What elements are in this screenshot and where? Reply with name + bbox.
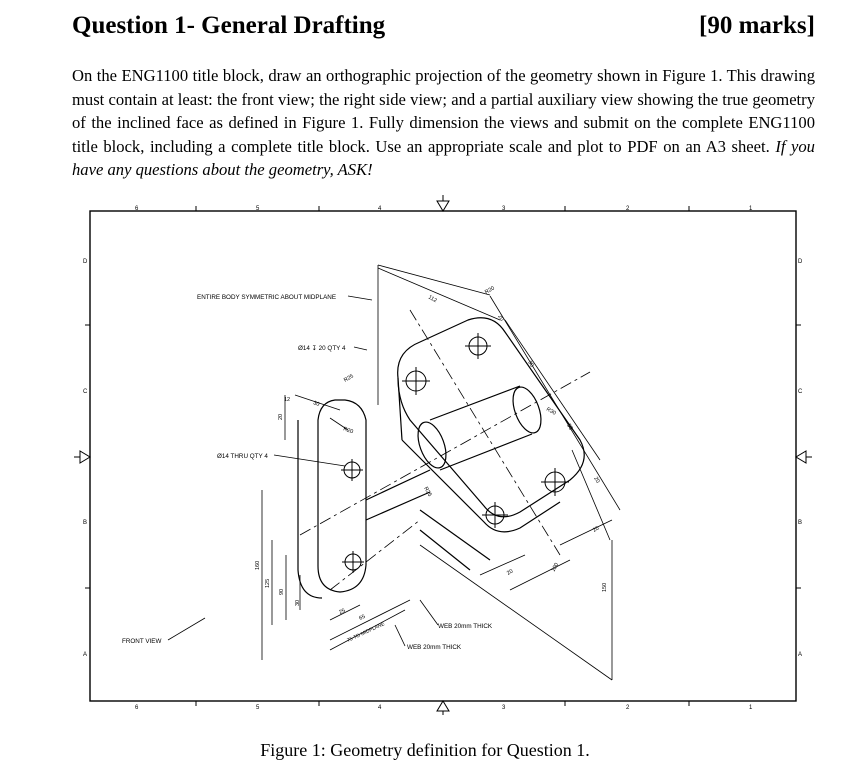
zone-bottom-2: 5: [256, 705, 260, 711]
dim-160: 160: [255, 561, 261, 570]
dim-90-left: 90: [279, 589, 285, 595]
dim-25: 25: [338, 608, 346, 616]
dim-150: 150: [602, 583, 608, 592]
dim-125: 125: [265, 579, 271, 588]
figure-caption: Figure 1: Geometry definition for Questi…: [260, 740, 590, 760]
zone-bottom-5: 2: [626, 705, 630, 711]
instructions-paragraph: On the ENG1100 title block, draw an orth…: [72, 64, 815, 182]
zone-right-d: D: [798, 259, 803, 265]
dim-100: 100: [551, 562, 561, 573]
isometric-part: [297, 317, 585, 599]
dimension-lines: [261, 264, 621, 681]
zone-top-5: 2: [626, 206, 630, 212]
dim-20-left: 20: [278, 414, 284, 420]
holes: [341, 333, 569, 573]
center-lines: [299, 309, 591, 591]
instructions-body: On the ENG1100 title block, draw an orth…: [72, 66, 815, 156]
engineering-drawing: 6 5 4 3 2 1 6 5 4 3 2 1 D C B A D C B A …: [74, 195, 812, 715]
zone-top-4: 3: [502, 206, 506, 212]
zone-bottom-4: 3: [502, 705, 506, 711]
zone-bottom-1: 6: [135, 705, 139, 711]
dimension-values: 112 R20 20 R25 12 30 20 R20 R25 90 R30 5…: [255, 285, 608, 621]
note-symmetric: ENTIRE BODY SYMMETRIC ABOUT MIDPLANE: [197, 294, 336, 301]
zone-right-b: B: [798, 520, 802, 526]
zone-top-1: 6: [135, 206, 139, 212]
centering-marks: [74, 195, 812, 715]
note-web-1: WEB 20mm THICK: [438, 623, 493, 630]
dim-r25: R25: [343, 373, 355, 383]
dim-20-bottom: 20: [506, 568, 514, 576]
zone-left-c: C: [83, 389, 88, 395]
note-hole-top: Ø14 ↧ 20 QTY 4: [298, 345, 346, 352]
dim-r20-top: R20: [484, 285, 496, 295]
zone-labels: 6 5 4 3 2 1 6 5 4 3 2 1 D C B A D C B A: [83, 206, 803, 711]
question-header: Question 1- General Drafting [90 marks]: [72, 12, 815, 46]
note-web-2: WEB 20mm THICK: [407, 644, 462, 651]
dim-20-top: 20: [496, 314, 504, 322]
question-marks: [90 marks]: [699, 12, 815, 39]
note-midplane: 75 TO MIDPLANE: [346, 621, 386, 644]
note-hole-thru: Ø14 THRU QTY 4: [217, 453, 268, 460]
instructions-emphasis: If you have any questions about the geom…: [72, 136, 815, 180]
zone-top-3: 4: [378, 206, 382, 212]
dim-30-left: 30: [295, 600, 301, 606]
zone-bottom-6: 1: [749, 705, 753, 711]
dim-20-right: 20: [592, 476, 600, 484]
drawing-notes: ENTIRE BODY SYMMETRIC ABOUT MIDPLANE Ø14…: [122, 294, 493, 651]
dim-65: 65: [358, 614, 366, 622]
zone-left-d: D: [83, 259, 88, 265]
dim-55: 55: [565, 423, 573, 431]
zone-right-c: C: [798, 389, 803, 395]
dim-30-top: 30: [312, 400, 320, 408]
leaders: [167, 295, 439, 647]
zone-left-b: B: [83, 520, 87, 526]
dim-r30: R30: [545, 407, 557, 417]
zone-top-6: 1: [749, 206, 753, 212]
zone-top-2: 5: [256, 206, 260, 212]
question-title: Question 1- General Drafting: [72, 12, 386, 39]
dim-112: 112: [427, 295, 438, 305]
note-front-view: FRONT VIEW: [122, 638, 161, 645]
dim-20-bottom-right: 20: [592, 525, 600, 533]
dim-90-right: 90: [526, 360, 534, 368]
zone-left-a: A: [83, 652, 87, 658]
zone-ticks: [85, 206, 801, 706]
dim-r20-left: R20: [342, 426, 354, 435]
dim-12: 12: [284, 397, 290, 403]
zone-right-a: A: [798, 652, 802, 658]
dim-r25-mid: R25: [422, 486, 432, 498]
zone-bottom-3: 4: [378, 705, 382, 711]
